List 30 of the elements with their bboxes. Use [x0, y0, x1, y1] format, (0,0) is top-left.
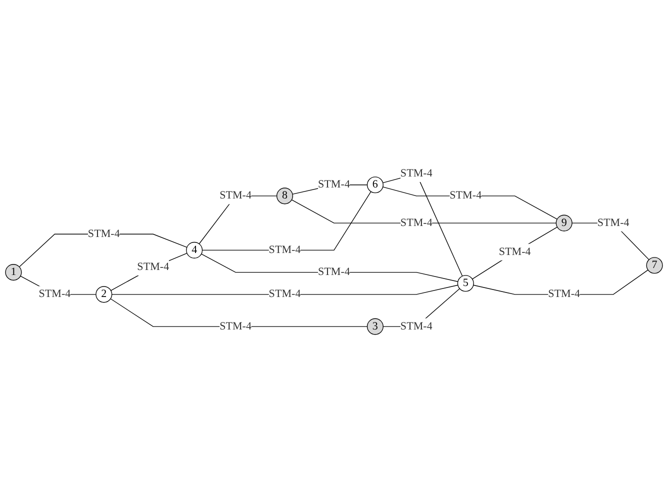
edge-label: STM-4: [220, 320, 252, 332]
node-circle: 8: [276, 188, 294, 205]
edge-label: STM-4: [220, 190, 252, 202]
node-circle: 4: [186, 242, 203, 259]
edge-label: STM-4: [268, 288, 301, 300]
edge-label: STM-4: [548, 288, 580, 300]
connector: [110, 253, 188, 292]
edge-label: STM-4: [450, 190, 482, 202]
edge-label: STM-4: [318, 266, 350, 278]
edge-label: STM-4: [268, 244, 301, 256]
edge-label: STM-4: [400, 168, 432, 180]
edge-label: STM-4: [137, 261, 170, 274]
connector: [201, 254, 458, 282]
node-circle: 2: [96, 286, 112, 304]
connector: [382, 186, 558, 220]
edge-label: STM-4: [498, 246, 531, 258]
node-circle: 9: [556, 215, 572, 232]
edge-label: STM-4: [38, 288, 71, 300]
edge-label: STM-4: [597, 217, 630, 229]
node-circle: 5: [457, 275, 474, 292]
edge-label: STM-4: [88, 228, 120, 240]
node-circle: 7: [646, 257, 663, 274]
edge-label: STM-4: [400, 320, 432, 332]
node-circle: 1: [5, 264, 22, 281]
connector: [112, 285, 458, 296]
connector: [472, 227, 558, 280]
edge-label: STM-4: [400, 217, 432, 229]
node-circle: 6: [366, 176, 384, 194]
edge-label: STM-4: [318, 178, 350, 191]
node-circle: 3: [366, 318, 384, 336]
